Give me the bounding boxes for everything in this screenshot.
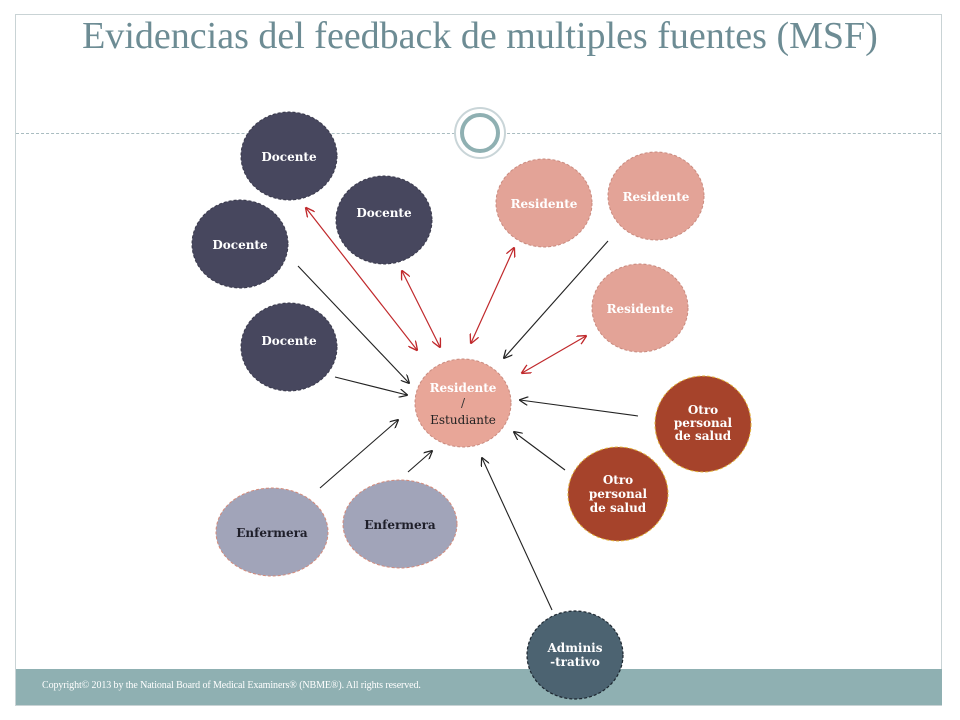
node-residente-2: Residente xyxy=(607,151,705,241)
node-enfermera-2: Enfermera xyxy=(342,479,458,569)
arrow-residente-3 xyxy=(522,336,586,373)
arrow-docente-low xyxy=(334,376,407,395)
arrow-enfermera-1 xyxy=(319,420,398,489)
node-label-line2: -trativo xyxy=(550,655,600,669)
center-label-line2: Estudiante xyxy=(430,413,496,427)
node-label-line2: personal xyxy=(589,487,648,501)
arrow-administrativo xyxy=(482,458,553,611)
node-residente-1: Residente xyxy=(495,158,593,248)
slide-title: Evidencias del feedback de multiples fue… xyxy=(82,15,878,57)
arrow-enfermera-2 xyxy=(407,451,432,473)
node-enfermera-1: Enfermera xyxy=(215,487,329,577)
arrow-docente-left xyxy=(297,265,409,383)
node-label-line2: personal xyxy=(674,416,733,430)
arrow-otro-2 xyxy=(514,432,566,471)
node-label: Enfermera xyxy=(236,526,308,540)
node-label: Docente xyxy=(356,206,412,220)
node-otro-personal-1: Otro personal de salud xyxy=(654,375,752,473)
node-label: Residente xyxy=(623,190,690,204)
node-label-line3: de salud xyxy=(675,429,732,443)
node-center-residente-estudiante: Residente / Estudiante xyxy=(414,358,512,448)
arrow-docente-mid xyxy=(402,271,440,347)
node-label-line3: de salud xyxy=(590,501,647,515)
divider-ornament xyxy=(454,107,506,159)
node-label: Docente xyxy=(261,150,317,164)
center-label-slash: / xyxy=(461,396,466,410)
node-label: Docente xyxy=(212,238,268,252)
node-docente-low: Docente xyxy=(240,302,338,392)
node-label-line1: Otro xyxy=(688,403,718,417)
node-label: Residente xyxy=(607,302,674,316)
node-docente-left: Docente xyxy=(191,199,289,289)
node-administrativo: Adminis -trativo xyxy=(526,610,624,700)
arrow-residente-1 xyxy=(471,248,514,343)
node-label-line1: Otro xyxy=(603,473,633,487)
node-residente-3: Residente xyxy=(591,263,689,353)
node-otro-personal-2: Otro personal de salud xyxy=(567,446,669,542)
arrow-otro-1 xyxy=(520,400,639,417)
node-label-line1: Adminis xyxy=(547,641,603,655)
node-label: Residente xyxy=(511,197,578,211)
footer-band xyxy=(16,669,942,705)
copyright-footer: Copyright© 2013 by the National Board of… xyxy=(42,680,421,691)
node-label: Enfermera xyxy=(364,518,436,532)
arrows xyxy=(297,208,639,611)
node-label: Docente xyxy=(261,334,317,348)
arrow-docente-top xyxy=(306,208,417,350)
node-docente-top: Docente xyxy=(240,111,338,201)
node-docente-mid: Docente xyxy=(335,175,433,265)
center-label-line1: Residente xyxy=(430,381,497,395)
slide-frame xyxy=(15,14,942,706)
